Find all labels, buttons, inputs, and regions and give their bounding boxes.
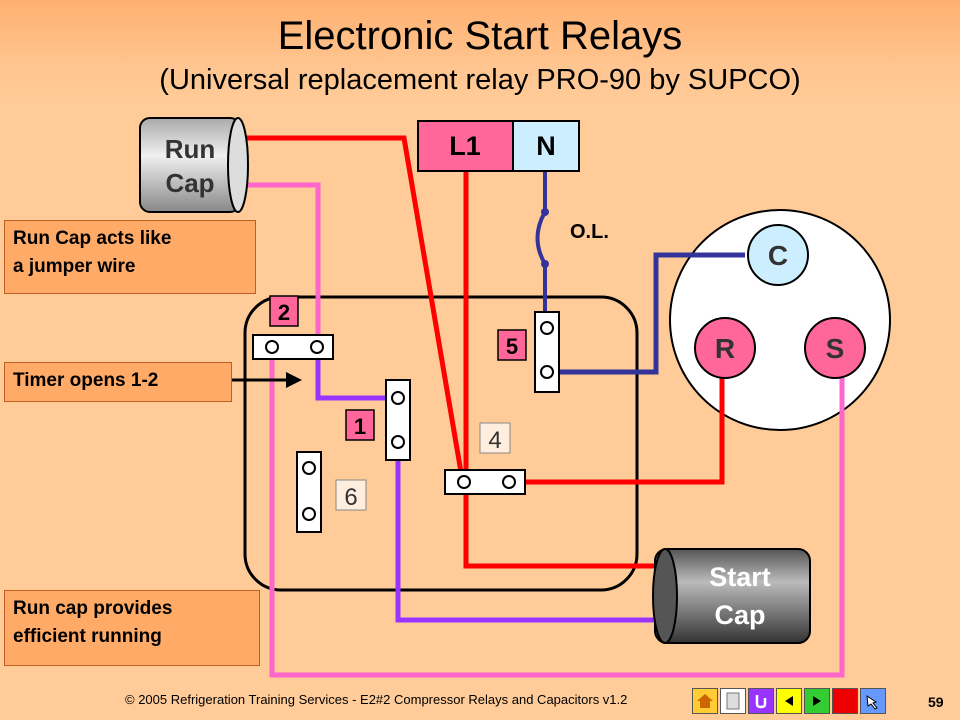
pointer-icon[interactable] — [860, 688, 886, 714]
timer-arrowhead — [286, 372, 302, 388]
label-box-2 — [269, 295, 299, 327]
purple-wire-2-1 — [315, 352, 398, 401]
overload-label: O.L. — [570, 221, 609, 243]
callout-jumper: Run Cap acts like a jumper wire — [4, 220, 256, 294]
l1-box — [417, 120, 514, 172]
terminal-r-label: R — [715, 333, 735, 364]
overload-switch — [535, 211, 547, 265]
page-title: Electronic Start Relays — [277, 14, 683, 58]
home-icon[interactable] — [692, 688, 718, 714]
page-subtitle: (Universal replacement relay PRO-90 by S… — [159, 64, 801, 96]
footer-copyright: © 2005 Refrigeration Training Services -… — [125, 692, 628, 707]
stop-icon[interactable] — [832, 688, 858, 714]
callout-efficient-line2: efficient running — [13, 626, 162, 647]
header-band — [0, 0, 960, 110]
n-label: N — [536, 131, 556, 161]
pink-wire-runcap — [240, 182, 321, 348]
n-box — [512, 120, 580, 172]
callout-jumper-line2: a jumper wire — [13, 256, 136, 277]
page-number: 59 — [928, 694, 944, 710]
contact-1 — [385, 379, 411, 461]
terminal-s-label: S — [826, 333, 845, 364]
callout-efficient-line1: Run cap provides — [13, 598, 173, 619]
label-6: 6 — [344, 484, 357, 511]
next-icon[interactable] — [804, 688, 830, 714]
overload-contact-bottom — [541, 260, 549, 268]
contact-4 — [444, 469, 526, 495]
label-2: 2 — [278, 300, 290, 325]
label-1: 1 — [354, 414, 366, 439]
terminal-c — [747, 224, 809, 286]
label-box-5 — [497, 329, 527, 361]
relay-body — [243, 295, 639, 592]
blue-wire-c — [548, 252, 745, 375]
start-capacitor — [652, 548, 811, 644]
terminal-c-label: C — [768, 240, 788, 271]
return-icon[interactable] — [748, 688, 774, 714]
label-4: 4 — [488, 427, 501, 454]
l1-label: L1 — [449, 131, 481, 161]
contact-5 — [534, 311, 560, 393]
nav-bar — [692, 688, 886, 716]
contact-6 — [296, 451, 322, 533]
run-cap-label-2: Cap — [165, 168, 214, 198]
previous-icon[interactable] — [776, 688, 802, 714]
document-icon[interactable] — [720, 688, 746, 714]
pink-wire-s — [269, 348, 845, 678]
overload-contact-top — [541, 208, 549, 216]
callout-timer: Timer opens 1-2 — [4, 362, 232, 402]
start-cap-label-1: Start — [709, 562, 771, 592]
red-wire-r — [510, 370, 725, 485]
callout-efficient: Run cap provides efficient running — [4, 590, 260, 666]
contact-2 — [252, 334, 334, 360]
label-box-4 — [479, 422, 511, 454]
terminal-s — [804, 317, 866, 379]
callout-timer-text: Timer opens 1-2 — [13, 370, 159, 391]
red-wire-l1 — [463, 170, 660, 569]
terminal-r — [694, 317, 756, 379]
label-box-1 — [345, 409, 375, 441]
label-box-6 — [335, 479, 367, 511]
purple-wire-1-start — [395, 442, 660, 623]
start-cap-label-2: Cap — [714, 600, 765, 630]
run-cap-label-1: Run — [165, 134, 216, 164]
run-capacitor — [139, 117, 249, 213]
red-wire-runcap — [240, 135, 465, 479]
label-5: 5 — [506, 334, 518, 359]
callout-jumper-line1: Run Cap acts like — [13, 228, 172, 249]
